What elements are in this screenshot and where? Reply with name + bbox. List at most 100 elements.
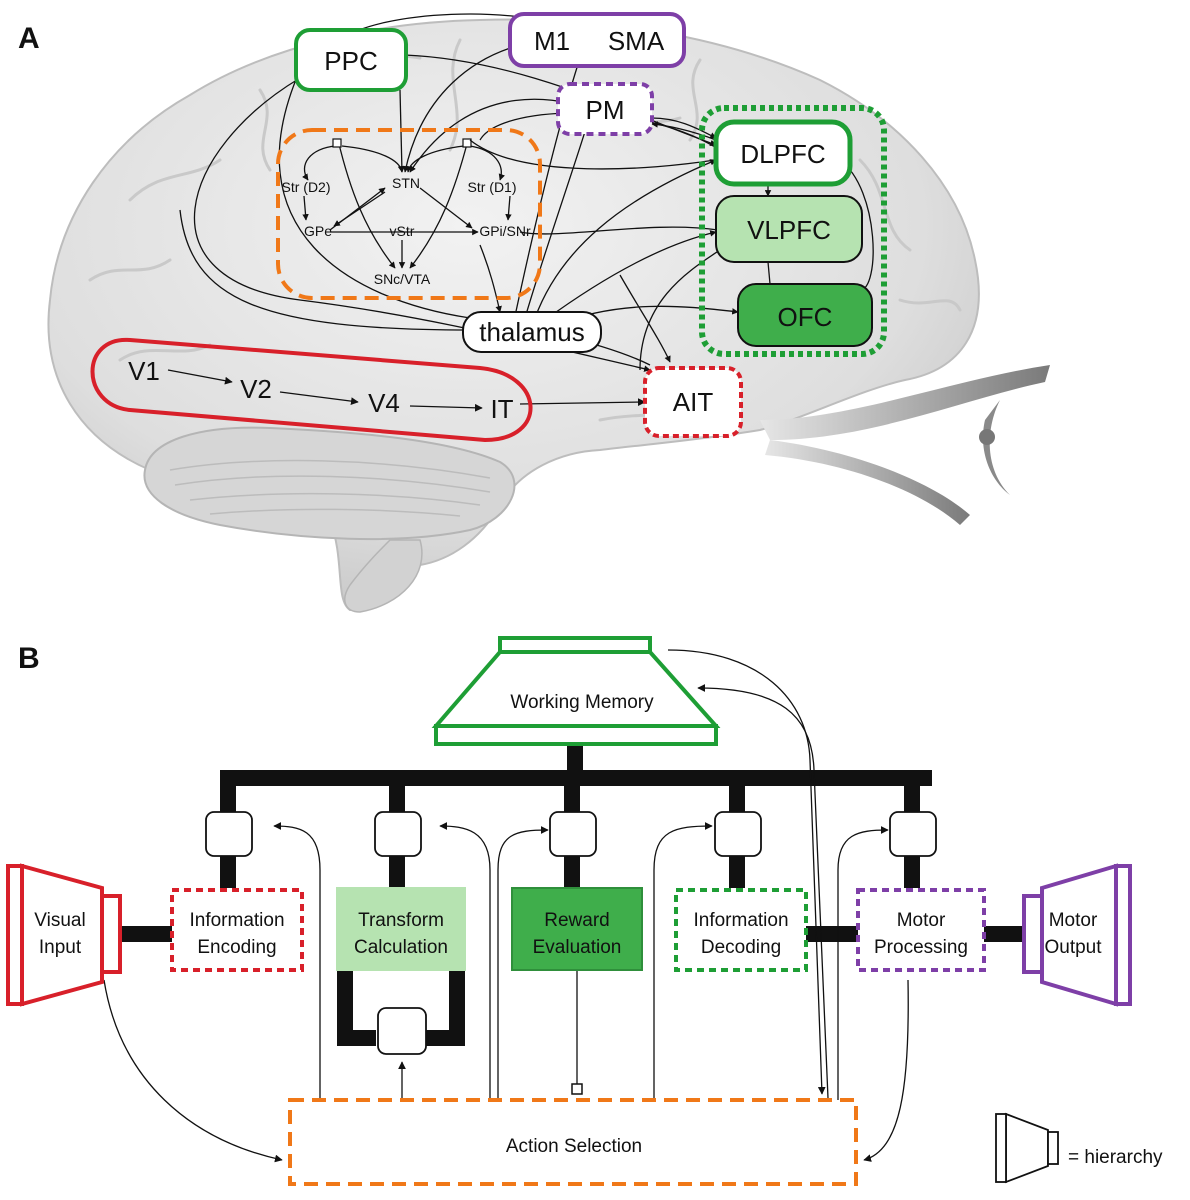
conn-sn-loop-left	[337, 139, 396, 269]
module-reward-evaluation[interactable]: Reward Evaluation	[511, 887, 643, 971]
bg-vstr-label: vStr	[390, 223, 415, 239]
conn-d2-gpe	[302, 195, 309, 221]
conn-dlpfc-ofc	[839, 159, 874, 291]
wire-as-gate3	[497, 826, 549, 1100]
conn-striatum-loop-d1	[469, 145, 505, 181]
visual-input[interactable]: Visual Input	[6, 863, 122, 1007]
transform-line1: Transform	[358, 910, 444, 931]
region-v1-label: V1	[128, 356, 160, 386]
panel-label-b: B	[18, 642, 40, 675]
conn-it-ait	[519, 398, 646, 407]
region-vlpfc[interactable]: VLPFC	[715, 195, 863, 263]
transform-line2: Calculation	[354, 937, 448, 958]
legend-hierarchy-label: = hierarchy	[1068, 1147, 1163, 1168]
wire-as-gate1	[273, 822, 321, 1100]
region-v2-label: V2	[240, 374, 272, 404]
region-ppc-label: PPC	[324, 46, 377, 76]
brain-regions: PPC M1 SMA PM DLPFC VLPFC OFC thalamus	[90, 12, 887, 443]
reward-line2: Evaluation	[533, 937, 622, 958]
gates	[205, 811, 937, 1055]
region-ppc[interactable]: PPC	[294, 28, 408, 92]
conn-thalamus-ppc	[278, 69, 471, 319]
info-encoding-line1: Information	[189, 910, 284, 931]
basal-ganglia-group	[276, 128, 542, 300]
region-dlpfc[interactable]: DLPFC	[713, 119, 853, 187]
wire-motor-as	[863, 979, 909, 1162]
bg-str-d2-label: Str (D2)	[282, 179, 331, 195]
conn-vlpfc-ofc	[767, 261, 771, 285]
action-selection[interactable]: Action Selection	[288, 1098, 858, 1186]
conn-striatum-loop-d2	[302, 145, 337, 181]
working-memory-label: Working Memory	[510, 692, 654, 713]
conn-dlpfc-str-d1	[469, 139, 716, 170]
region-vlpfc-label: VLPFC	[747, 215, 831, 245]
region-ofc-label: OFC	[778, 302, 833, 332]
info-decoding-line1: Information	[693, 910, 788, 931]
action-selection-label: Action Selection	[506, 1136, 642, 1157]
conn-vlpfc-ait	[639, 249, 721, 371]
wire-as-gate5	[837, 826, 889, 1100]
conn-vlpfc-gpi	[519, 226, 719, 235]
panel-label-a: A	[18, 22, 40, 55]
gate-decoding[interactable]	[714, 811, 762, 857]
wire-as-gate4	[653, 822, 713, 1100]
region-ofc[interactable]: OFC	[737, 283, 873, 347]
visual-input-line2: Input	[39, 937, 82, 958]
conn-v1-v2	[167, 369, 233, 385]
reward-line1: Reward	[544, 910, 609, 931]
motor-output[interactable]: Motor Output	[1022, 863, 1132, 1007]
bus-lines	[122, 745, 1024, 1046]
region-sma-label: SMA	[608, 26, 665, 56]
module-motor-processing[interactable]: Motor Processing	[856, 888, 986, 972]
wire-wm-as	[667, 649, 826, 1095]
module-information-decoding[interactable]: Information Decoding	[674, 888, 808, 972]
conn-thalamus-vlpfc	[544, 230, 717, 321]
gate-motor[interactable]	[889, 811, 937, 857]
gate-transform-loop[interactable]	[377, 1007, 427, 1055]
legend-hierarchy: = hierarchy	[995, 1112, 1163, 1184]
connection-lines-b	[103, 649, 909, 1163]
gate-reward[interactable]	[549, 811, 597, 857]
motor-processing-line2: Processing	[874, 937, 968, 958]
info-encoding-line2: Encoding	[197, 937, 276, 958]
region-thalamus[interactable]: thalamus	[462, 311, 602, 353]
region-pm[interactable]: PM	[556, 82, 654, 136]
bg-stn-label: STN	[392, 175, 420, 191]
region-m1-label: M1	[534, 26, 570, 56]
region-v4-label: V4	[368, 388, 400, 418]
motor-processing-line1: Motor	[897, 910, 946, 931]
module-transform-calculation[interactable]: Transform Calculation	[336, 887, 466, 971]
conn-gpi-thalamus	[479, 244, 502, 313]
wire-input-as	[103, 979, 283, 1163]
bg-snc-vta-label: SNc/VTA	[374, 271, 431, 287]
region-ait[interactable]: AIT	[643, 366, 743, 438]
wire-as-gate2	[439, 822, 491, 1100]
region-ait-label: AIT	[673, 387, 714, 417]
conn-sn-loop-right	[409, 139, 469, 269]
motor-output-line1: Motor	[1049, 910, 1098, 931]
visual-stream-group[interactable]: V1 V2 V4 IT	[90, 337, 533, 443]
motor-output-line2: Output	[1044, 937, 1102, 958]
gate-encoding[interactable]	[205, 811, 253, 857]
conn-v4-it	[409, 403, 483, 412]
conn-thalamus-dlpfc	[534, 159, 717, 319]
module-information-encoding[interactable]: Information Encoding	[170, 888, 304, 972]
visual-input-line1: Visual	[34, 910, 85, 931]
working-memory[interactable]: Working Memory	[431, 636, 721, 746]
wire-as-wm	[697, 684, 829, 1099]
region-thalamus-label: thalamus	[479, 317, 585, 347]
region-pm-label: PM	[586, 95, 625, 125]
region-m1-sma[interactable]: M1 SMA	[508, 12, 686, 68]
bg-gpi-snr-label: GPi/SNr	[479, 223, 531, 239]
bg-gpe-label: GPe	[304, 223, 332, 239]
region-dlpfc-label: DLPFC	[740, 139, 825, 169]
gate-transform[interactable]	[374, 811, 422, 857]
conn-loop-left	[179, 209, 471, 331]
conn-pm-dlpfc	[651, 117, 717, 139]
conn-thalamus-pm	[524, 121, 590, 319]
bg-str-d1-label: Str (D1)	[468, 179, 517, 195]
info-decoding-line2: Decoding	[701, 937, 781, 958]
conn-v2-v4	[279, 391, 359, 405]
conn-dlpfc-pm	[651, 121, 717, 141]
